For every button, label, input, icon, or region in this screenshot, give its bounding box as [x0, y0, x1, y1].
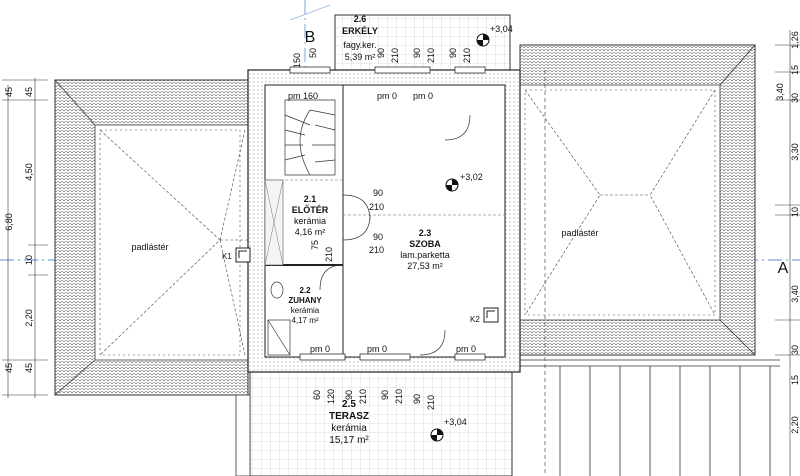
right-dim-labels: 1,26 15 3,40 30 3,30 10 3,40 30 15 2,20	[775, 31, 800, 434]
chimney-k1	[235, 247, 251, 263]
top-opening-dims: 150 50 90 210 90 210 90 210	[292, 48, 472, 68]
svg-text:3,40: 3,40	[790, 285, 800, 303]
level-marker-bottom	[430, 428, 444, 442]
eloter-area: 4,16 m²	[295, 227, 326, 237]
svg-text:210: 210	[394, 389, 404, 404]
svg-text:210: 210	[426, 48, 436, 63]
svg-text:10: 10	[790, 207, 800, 217]
windows-bottom	[299, 353, 486, 361]
door-dim-210-c: 210	[324, 247, 334, 262]
attic-right-label: padlástér	[561, 228, 598, 238]
erkely-material: fagy.ker.	[343, 40, 376, 50]
svg-text:30: 30	[790, 93, 800, 103]
level-label-top: +3,04	[490, 24, 513, 34]
staircase	[284, 99, 336, 176]
svg-text:45: 45	[4, 363, 14, 373]
svg-text:90: 90	[376, 48, 386, 58]
svg-text:45: 45	[24, 87, 34, 97]
svg-text:50: 50	[308, 48, 318, 58]
svg-text:90: 90	[448, 48, 458, 58]
erkely-area: 5,39 m²	[345, 52, 376, 62]
svg-text:210: 210	[426, 395, 436, 410]
pergola	[520, 70, 780, 476]
svg-text:60: 60	[312, 390, 322, 400]
sill-pm0-b: pm 0	[413, 91, 433, 101]
left-dim-labels: 45 45 4,50 6,80 10 2,20 45 45	[4, 87, 34, 373]
axis-b-tick	[289, 4, 331, 21]
svg-text:120: 120	[326, 389, 336, 404]
bathroom-fixtures	[267, 281, 291, 356]
svg-text:15: 15	[790, 65, 800, 75]
terrace	[235, 371, 513, 476]
svg-text:3,40: 3,40	[775, 83, 785, 101]
door-dim-210-b: 210	[369, 245, 384, 255]
szoba-material: lam.parketta	[400, 250, 450, 260]
svg-text:150: 150	[292, 53, 302, 68]
axis-label-b: B	[305, 29, 316, 46]
szoba-number: 2.3	[419, 228, 432, 238]
building-walls	[247, 69, 521, 373]
terasz-name: TERASZ	[329, 411, 369, 422]
door-dim-90-b: 90	[373, 232, 383, 242]
erkely-number: 2.6	[354, 14, 367, 24]
svg-text:210: 210	[390, 48, 400, 63]
chimney-k2	[483, 307, 499, 323]
eloter-material: kerámia	[294, 216, 326, 226]
svg-text:90: 90	[412, 394, 422, 404]
terasz-area: 15,17 m²	[329, 435, 369, 446]
erkely-name: ERKÉLY	[342, 26, 378, 36]
level-label-middle: +3,02	[460, 172, 483, 182]
zuhany-number: 2.2	[299, 286, 311, 295]
eloter-name: ELŐTÉR	[292, 204, 329, 215]
door-dim-210-a: 210	[369, 202, 384, 212]
zuhany-name: ZUHANY	[288, 296, 322, 305]
windows-top	[289, 66, 486, 74]
svg-text:15: 15	[790, 375, 800, 385]
doors	[319, 114, 471, 356]
axis-label-a: A	[778, 260, 789, 277]
terasz-material: kerámia	[331, 423, 367, 434]
svg-text:30: 30	[790, 345, 800, 355]
svg-text:90: 90	[344, 390, 354, 400]
svg-text:210: 210	[462, 48, 472, 63]
sill-pm160: pm 160	[288, 91, 318, 101]
svg-text:2,20: 2,20	[24, 309, 34, 327]
right-roof	[519, 44, 756, 356]
sill-pm0-c: pm 0	[310, 344, 330, 354]
sill-pm0-a: pm 0	[377, 91, 397, 101]
svg-text:210: 210	[358, 389, 368, 404]
attic-left-label: padlástér	[131, 242, 168, 252]
szoba-area: 27,53 m²	[407, 261, 443, 271]
zuhany-material: kerámia	[291, 306, 320, 315]
szoba-name: SZOBA	[409, 239, 441, 249]
svg-text:3,30: 3,30	[790, 143, 800, 161]
svg-text:90: 90	[380, 390, 390, 400]
svg-text:6,80: 6,80	[4, 213, 14, 231]
svg-text:1,26: 1,26	[790, 31, 800, 49]
eloter-number: 2.1	[304, 194, 317, 204]
level-label-bottom: +3,04	[444, 417, 467, 427]
svg-text:2,20: 2,20	[790, 416, 800, 434]
svg-text:90: 90	[412, 48, 422, 58]
door-dim-90-a: 90	[373, 188, 383, 198]
bottom-opening-dims: 60 120 90 210 90 210 90 210	[312, 389, 436, 410]
sill-pm0-e: pm 0	[456, 344, 476, 354]
left-dimension-chain	[2, 78, 48, 398]
svg-text:45: 45	[24, 363, 34, 373]
left-roof	[54, 79, 249, 396]
zuhany-area: 4,17 m²	[291, 316, 318, 325]
door-dim-75: 75	[310, 240, 320, 250]
svg-text:45: 45	[4, 87, 14, 97]
sill-pm0-d: pm 0	[367, 344, 387, 354]
chimney-k1-label: K1	[222, 252, 232, 261]
chimney-k2-label: K2	[470, 315, 480, 324]
svg-text:4,50: 4,50	[24, 163, 34, 181]
level-marker-top	[476, 33, 490, 47]
right-dimension-chain	[775, 30, 800, 476]
svg-text:10: 10	[24, 255, 34, 265]
level-marker-middle	[445, 178, 459, 192]
terasz-number: 2.5	[342, 399, 356, 410]
